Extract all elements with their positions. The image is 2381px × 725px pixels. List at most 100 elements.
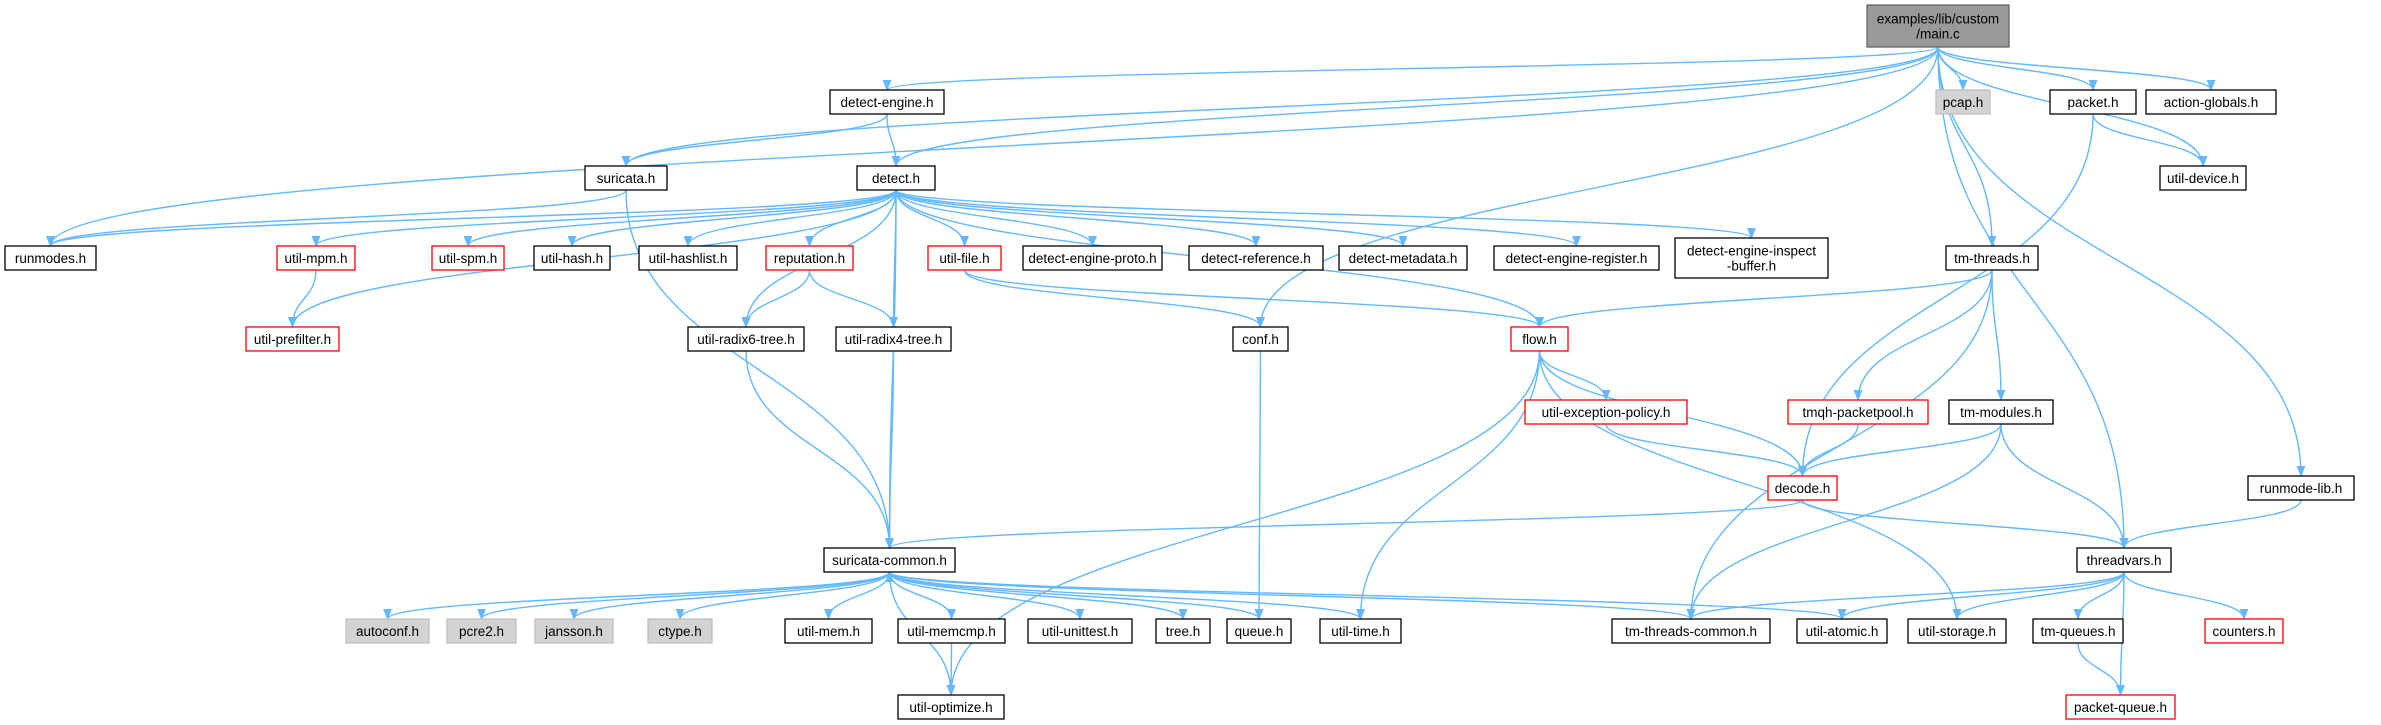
node-tree[interactable]: tree.h <box>1155 618 1211 644</box>
node-tm-threads-common[interactable]: tm-threads-common.h <box>1611 618 1771 644</box>
node-box <box>1787 399 1929 425</box>
edge-main-to-packet <box>1937 46 2098 92</box>
node-decode[interactable]: decode.h <box>1767 475 1838 501</box>
node-tm-modules[interactable]: tm-modules.h <box>1948 399 2054 425</box>
node-util-time[interactable]: util-time.h <box>1319 618 1402 644</box>
edge-main-to-suricata <box>621 46 1939 168</box>
node-jansson[interactable]: jansson.h <box>534 618 614 644</box>
edge-util_memcmp-to-suricata_common <box>885 570 953 620</box>
node-util-memcmp[interactable]: util-memcmp.h <box>897 618 1006 644</box>
node-autoconf[interactable]: autoconf.h <box>345 618 430 644</box>
node-action-globals[interactable]: action-globals.h <box>2145 89 2277 115</box>
node-label: util-radix4-tree.h <box>845 332 943 347</box>
node-label: util-device.h <box>2167 171 2239 186</box>
node-flow[interactable]: flow.h <box>1510 326 1569 352</box>
node-util-file[interactable]: util-file.h <box>927 245 1002 271</box>
node-box <box>856 165 936 191</box>
node-label: util-file.h <box>939 251 989 266</box>
node-box <box>835 326 952 352</box>
node-util-hash[interactable]: util-hash.h <box>533 245 611 271</box>
edge-main-to-runmode_lib <box>1937 46 2306 478</box>
node-box <box>1767 475 1838 501</box>
node-box <box>2145 89 2277 115</box>
node-runmodes[interactable]: runmodes.h <box>4 245 97 271</box>
edge-main-to-threadvars <box>1937 46 2129 550</box>
node-radix4[interactable]: util-radix4-tree.h <box>835 326 952 352</box>
node-pcre2[interactable]: pcre2.h <box>446 618 517 644</box>
node-box <box>1493 245 1660 271</box>
node-tm-threads[interactable]: tm-threads.h <box>1945 245 2039 271</box>
node-util-storage[interactable]: util-storage.h <box>1907 618 2007 644</box>
node-threadvars[interactable]: threadvars.h <box>2076 547 2172 573</box>
node-label: -buffer.h <box>1727 259 1776 274</box>
node-util-mem[interactable]: util-mem.h <box>784 618 873 644</box>
node-label: util-mem.h <box>797 624 860 639</box>
edge-conf-to-queue <box>1254 350 1264 621</box>
node-util-unittest[interactable]: util-unittest.h <box>1027 618 1133 644</box>
node-de-proto[interactable]: detect-engine-proto.h <box>1022 245 1163 271</box>
node-label: tm-modules.h <box>1960 405 2042 420</box>
node-detect[interactable]: detect.h <box>856 165 936 191</box>
node-conf[interactable]: conf.h <box>1232 326 1289 352</box>
node-box <box>2247 475 2355 501</box>
node-label: util-mpm.h <box>284 251 347 266</box>
node-label: util-atomic.h <box>1806 624 1879 639</box>
node-layer: examples/lib/custom/main.c detect-engine.… <box>4 4 2355 720</box>
node-de-register[interactable]: detect-engine-register.h <box>1493 245 1660 271</box>
node-label: reputation.h <box>774 251 845 266</box>
node-suricata-common[interactable]: suricata-common.h <box>823 547 956 573</box>
node-detect-metadata[interactable]: detect-metadata.h <box>1338 245 1468 271</box>
node-label: util-unittest.h <box>1042 624 1119 639</box>
node-util-optimize[interactable]: util-optimize.h <box>897 694 1005 720</box>
node-radix6[interactable]: util-radix6-tree.h <box>687 326 805 352</box>
node-util-device[interactable]: util-device.h <box>2159 165 2247 191</box>
node-tmqh[interactable]: tmqh-packetpool.h <box>1787 399 1929 425</box>
edge-main-to-detect <box>891 46 1939 168</box>
node-label: util-memcmp.h <box>907 624 996 639</box>
edge-util_file-to-conf <box>963 269 1265 329</box>
edge-threadvars-to-counters <box>2123 571 2249 621</box>
node-suricata[interactable]: suricata.h <box>584 165 668 191</box>
node-detect-reference[interactable]: detect-reference.h <box>1188 245 1324 271</box>
node-pcap[interactable]: pcap.h <box>1935 89 1991 115</box>
node-box <box>1674 237 1829 279</box>
node-detect-engine[interactable]: detect-engine.h <box>829 89 945 115</box>
node-box <box>1866 4 2010 48</box>
node-box <box>345 618 430 644</box>
node-box <box>647 618 713 644</box>
node-label: util-hash.h <box>541 251 603 266</box>
node-label: counters.h <box>2212 624 2275 639</box>
node-label: detect-engine-proto.h <box>1028 251 1156 266</box>
node-box <box>1188 245 1324 271</box>
edge-threadvars-to-util_atomic <box>1837 571 2125 621</box>
node-box <box>2065 694 2176 720</box>
node-util-mpm[interactable]: util-mpm.h <box>276 245 356 271</box>
node-packet[interactable]: packet.h <box>2049 89 2137 115</box>
node-counters[interactable]: counters.h <box>2204 618 2284 644</box>
edge-util_exception-to-decode <box>1605 423 1807 478</box>
node-box <box>431 245 505 271</box>
node-reputation[interactable]: reputation.h <box>765 245 854 271</box>
node-main[interactable]: examples/lib/custom/main.c <box>1866 4 2010 48</box>
node-de-inspect[interactable]: detect-engine-inspect-buffer.h <box>1674 237 1829 279</box>
node-util-hashlist[interactable]: util-hashlist.h <box>638 245 738 271</box>
node-label: pcap.h <box>1943 95 1984 110</box>
node-tm-queues[interactable]: tm-queues.h <box>2032 618 2124 644</box>
node-queue[interactable]: queue.h <box>1226 618 1292 644</box>
node-util-spm[interactable]: util-spm.h <box>431 245 505 271</box>
node-util-prefilter[interactable]: util-prefilter.h <box>245 326 340 352</box>
node-util-atomic[interactable]: util-atomic.h <box>1796 618 1888 644</box>
node-packet-queue[interactable]: packet-queue.h <box>2065 694 2176 720</box>
node-runmode-lib[interactable]: runmode-lib.h <box>2247 475 2355 501</box>
node-label: tmqh-packetpool.h <box>1802 405 1913 420</box>
node-box <box>1945 245 2039 271</box>
node-box <box>1935 89 1991 115</box>
edge-suricata_common-to-jansson <box>569 571 891 621</box>
node-util-exception[interactable]: util-exception-policy.h <box>1524 399 1688 425</box>
edge-tm_queues-to-packet_queue <box>2077 642 2125 697</box>
node-box <box>533 245 611 271</box>
node-label: util-radix6-tree.h <box>697 332 795 347</box>
node-ctype[interactable]: ctype.h <box>647 618 713 644</box>
edge-detect-to-util_file <box>895 189 969 248</box>
node-label: jansson.h <box>544 624 603 639</box>
